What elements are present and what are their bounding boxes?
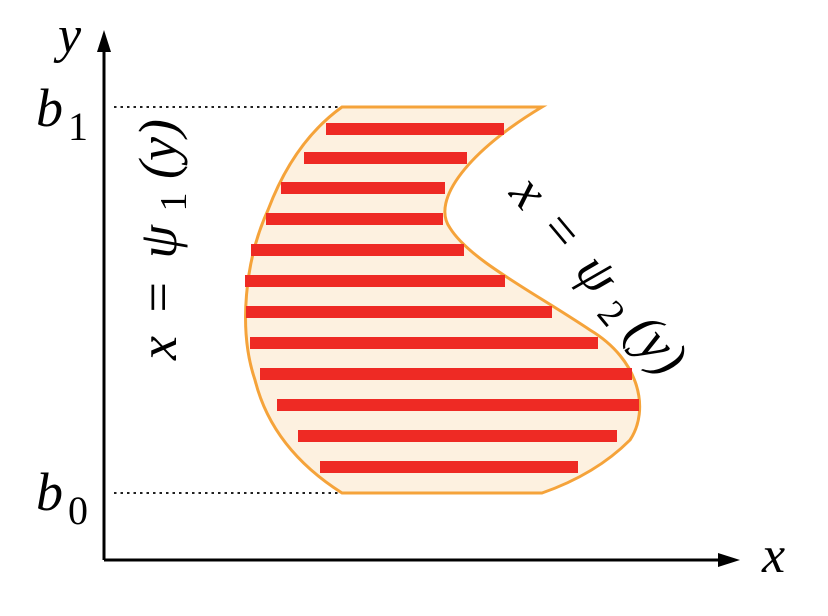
horizontal-strip: [266, 213, 443, 225]
horizontal-strip: [326, 123, 504, 135]
horizontal-strips: [245, 123, 639, 473]
bottom-level-label-subscript: 0: [68, 488, 88, 533]
horizontal-strip: [298, 430, 617, 442]
horizontal-strip: [250, 337, 598, 349]
integration-region: [244, 105, 642, 495]
left-curve-psi: ψ: [128, 224, 188, 259]
horizontal-strip: [246, 306, 552, 318]
left-curve-argument: (y): [128, 119, 188, 179]
left-curve-label: x = ψ 1 (y): [128, 119, 198, 361]
horizontal-strip: [320, 461, 578, 473]
horizontal-strip: [251, 244, 464, 256]
x-axis-label: x: [761, 527, 785, 584]
horizontal-strip: [245, 275, 505, 287]
top-level-label-subscript: 1: [68, 104, 88, 149]
horizontal-strip: [304, 152, 467, 164]
left-curve-subscript: 1: [153, 193, 195, 212]
horizontal-strip: [260, 368, 632, 380]
bottom-level-label-base: b: [36, 462, 63, 522]
top-level-label: b 1: [36, 78, 88, 149]
top-level-label-base: b: [36, 78, 63, 138]
y-axis-arrowhead: [97, 30, 111, 52]
horizontal-strip: [277, 399, 639, 411]
right-curve-subscript: 2: [589, 293, 633, 335]
bottom-level-label: b 0: [36, 462, 88, 533]
left-curve-lhs: x: [128, 336, 188, 361]
left-curve-equals: =: [128, 282, 188, 312]
horizontal-strip: [281, 182, 445, 194]
right-curve-equals: =: [529, 200, 595, 262]
x-axis-arrowhead: [718, 553, 740, 567]
right-curve-lhs: x: [498, 162, 560, 220]
y-axis-label: y: [53, 7, 82, 64]
